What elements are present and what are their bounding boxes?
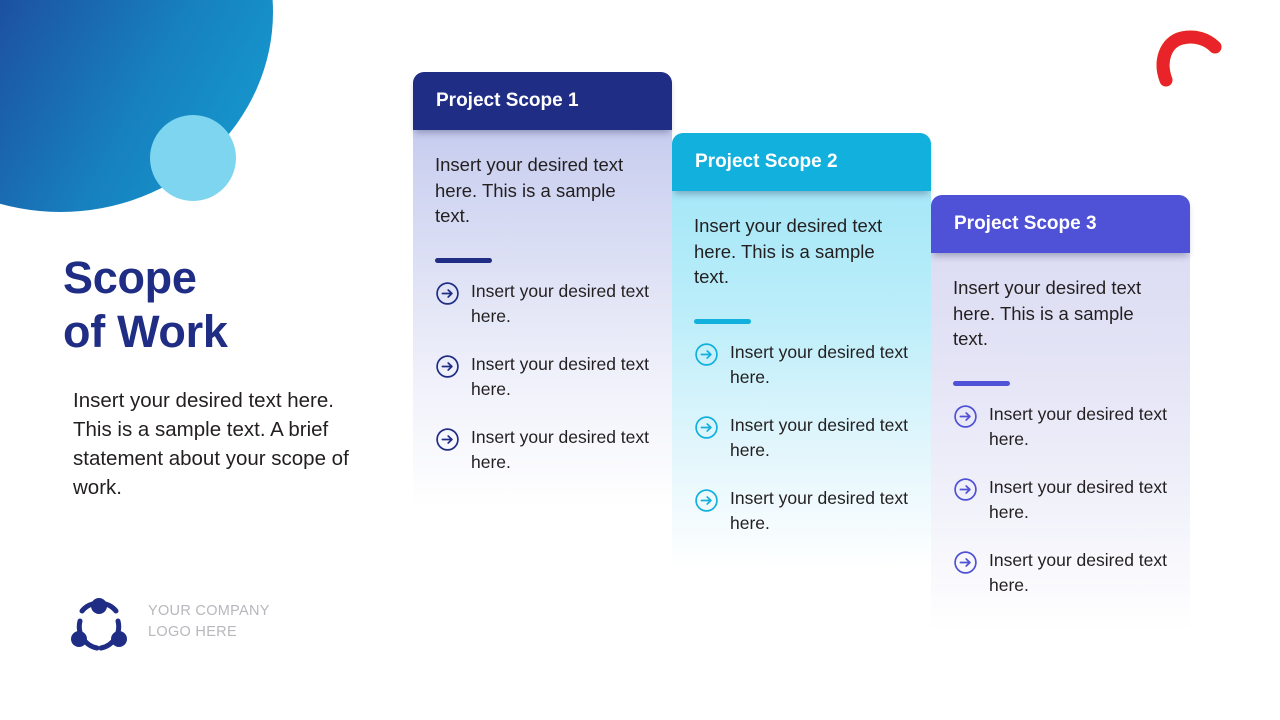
list-item-text: Insert your desired text here. (471, 280, 649, 326)
scope-card-3-header: Project Scope 3 (931, 195, 1190, 253)
arrow-circle-icon (435, 427, 460, 452)
page-title: Scope of Work (63, 251, 393, 359)
decorative-blob (0, 0, 300, 230)
arrow-circle-icon (953, 404, 978, 429)
arrow-circle-icon (694, 342, 719, 367)
arrow-circle-icon (953, 550, 978, 575)
blob-gradient-circle (0, 0, 273, 212)
footer-logo-text: YOUR COMPANY LOGO HERE (148, 601, 328, 643)
page-title-line-2: of Work (63, 306, 228, 357)
list-item-text: Insert your desired text here. (989, 549, 1167, 595)
scope-card-1-header: Project Scope 1 (413, 72, 672, 130)
list-item-text: Insert your desired text here. (989, 403, 1167, 449)
list-item-text: Insert your desired text here. (471, 353, 649, 399)
list-item[interactable]: Insert your desired text here. (694, 413, 909, 463)
list-item[interactable]: Insert your desired text here. (694, 340, 909, 390)
blob-accent-circle (150, 115, 236, 201)
arrow-circle-icon (694, 415, 719, 440)
list-item[interactable]: Insert your desired text here. (953, 548, 1168, 598)
arrow-circle-icon (435, 354, 460, 379)
scope-card-2-lede: Insert your desired text here. This is a… (694, 215, 883, 287)
list-item-text: Insert your desired text here. (730, 414, 908, 460)
list-item[interactable]: Insert your desired text here. (435, 425, 650, 475)
footer-logo-line-2: LOGO HERE (148, 624, 237, 640)
scope-card-3-lede: Insert your desired text here. This is a… (953, 277, 1142, 349)
scope-card-3-body: Insert your desired text here. This is a… (931, 253, 1190, 683)
scope-card-3-divider (953, 380, 1010, 386)
arrow-circle-icon (953, 477, 978, 502)
scope-card-2-divider (694, 318, 751, 324)
list-item-text: Insert your desired text here. (730, 487, 908, 533)
list-item-text: Insert your desired text here. (730, 341, 908, 387)
scope-card-2-body: Insert your desired text here. This is a… (672, 191, 931, 621)
intro-paragraph: Insert your desired text here. This is a… (73, 389, 349, 499)
scope-card-1-title: Project Scope 1 (436, 90, 579, 111)
scope-card-3[interactable]: Project Scope 3 Insert your desired text… (931, 195, 1190, 683)
list-item-text: Insert your desired text here. (989, 476, 1167, 522)
scope-card-1[interactable]: Project Scope 1 Insert your desired text… (413, 72, 672, 560)
list-item-text: Insert your desired text here. (471, 426, 649, 472)
scope-card-2-bullet-list: Insert your desired text here. Insert yo… (694, 340, 909, 536)
list-item[interactable]: Insert your desired text here. (953, 402, 1168, 452)
company-logo-icon (68, 594, 130, 656)
list-item[interactable]: Insert your desired text here. (435, 279, 650, 329)
scope-card-2-header: Project Scope 2 (672, 133, 931, 191)
footer-logo-block: YOUR COMPANY LOGO HERE (68, 594, 328, 658)
footer-logo-line-1: YOUR COMPANY (148, 603, 270, 619)
arrow-circle-icon (435, 281, 460, 306)
list-item[interactable]: Insert your desired text here. (694, 486, 909, 536)
page-title-line-1: Scope (63, 252, 197, 303)
scope-card-3-title: Project Scope 3 (954, 213, 1097, 234)
scope-card-1-lede: Insert your desired text here. This is a… (435, 154, 624, 226)
brand-logo-icon (1155, 28, 1227, 100)
scope-card-1-body: Insert your desired text here. This is a… (413, 130, 672, 560)
list-item[interactable]: Insert your desired text here. (435, 352, 650, 402)
arrow-circle-icon (694, 488, 719, 513)
scope-card-2-title: Project Scope 2 (695, 151, 838, 172)
scope-card-1-divider (435, 257, 492, 263)
scope-card-3-bullet-list: Insert your desired text here. Insert yo… (953, 402, 1168, 598)
scope-card-1-bullet-list: Insert your desired text here. Insert yo… (435, 279, 650, 475)
scope-card-2[interactable]: Project Scope 2 Insert your desired text… (672, 133, 931, 621)
list-item[interactable]: Insert your desired text here. (953, 475, 1168, 525)
